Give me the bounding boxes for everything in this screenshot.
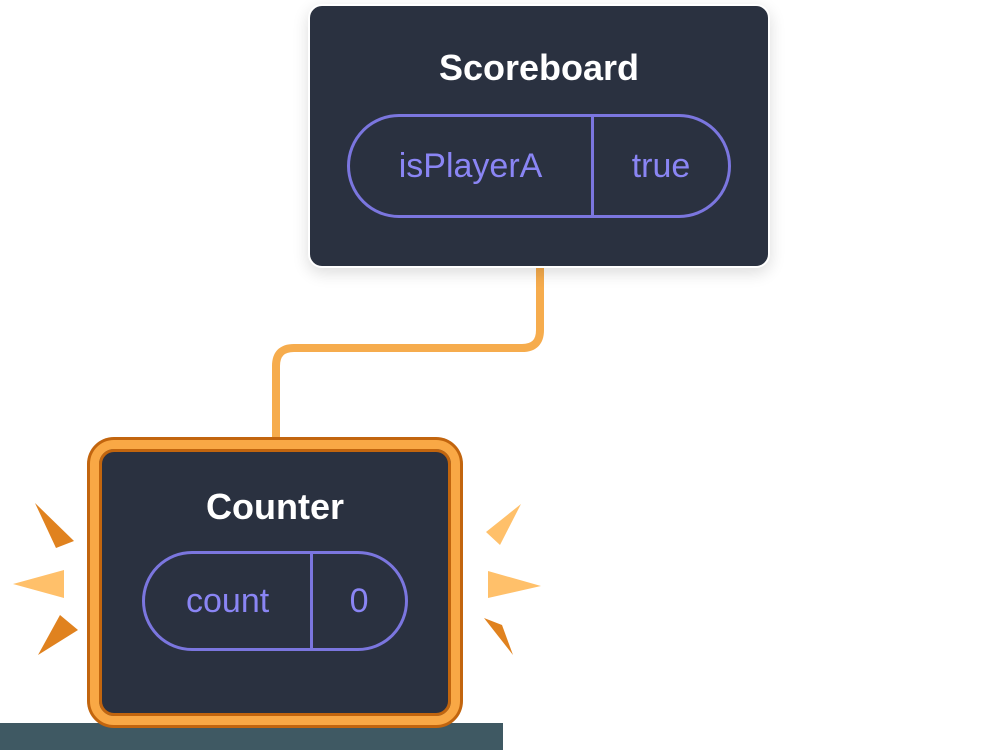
burst-ray-right-bottom xyxy=(484,618,513,655)
component-title: Counter xyxy=(206,486,344,527)
pill-divider xyxy=(310,554,314,648)
burst-ray-left-bottom xyxy=(38,615,78,655)
burst-ray-left-top xyxy=(35,503,74,548)
counter-component-box: Counter count 0 xyxy=(90,440,460,725)
state-value: true xyxy=(631,146,691,185)
parent-child-connector-line xyxy=(272,262,544,450)
pill-divider xyxy=(591,117,595,215)
state-name: isPlayerA xyxy=(398,146,543,185)
scoreboard-component-box: Scoreboard isPlayerA true xyxy=(308,4,770,268)
state-value: 0 xyxy=(349,581,369,620)
state-name: count xyxy=(186,581,270,620)
component-title: Scoreboard xyxy=(438,47,640,88)
burst-ray-left-middle xyxy=(13,570,64,598)
burst-ray-right-top xyxy=(486,504,521,545)
burst-ray-right-middle xyxy=(488,571,541,598)
state-pill: isPlayerA true xyxy=(347,114,731,218)
background-strip xyxy=(0,723,503,750)
state-pill: count 0 xyxy=(142,551,408,651)
